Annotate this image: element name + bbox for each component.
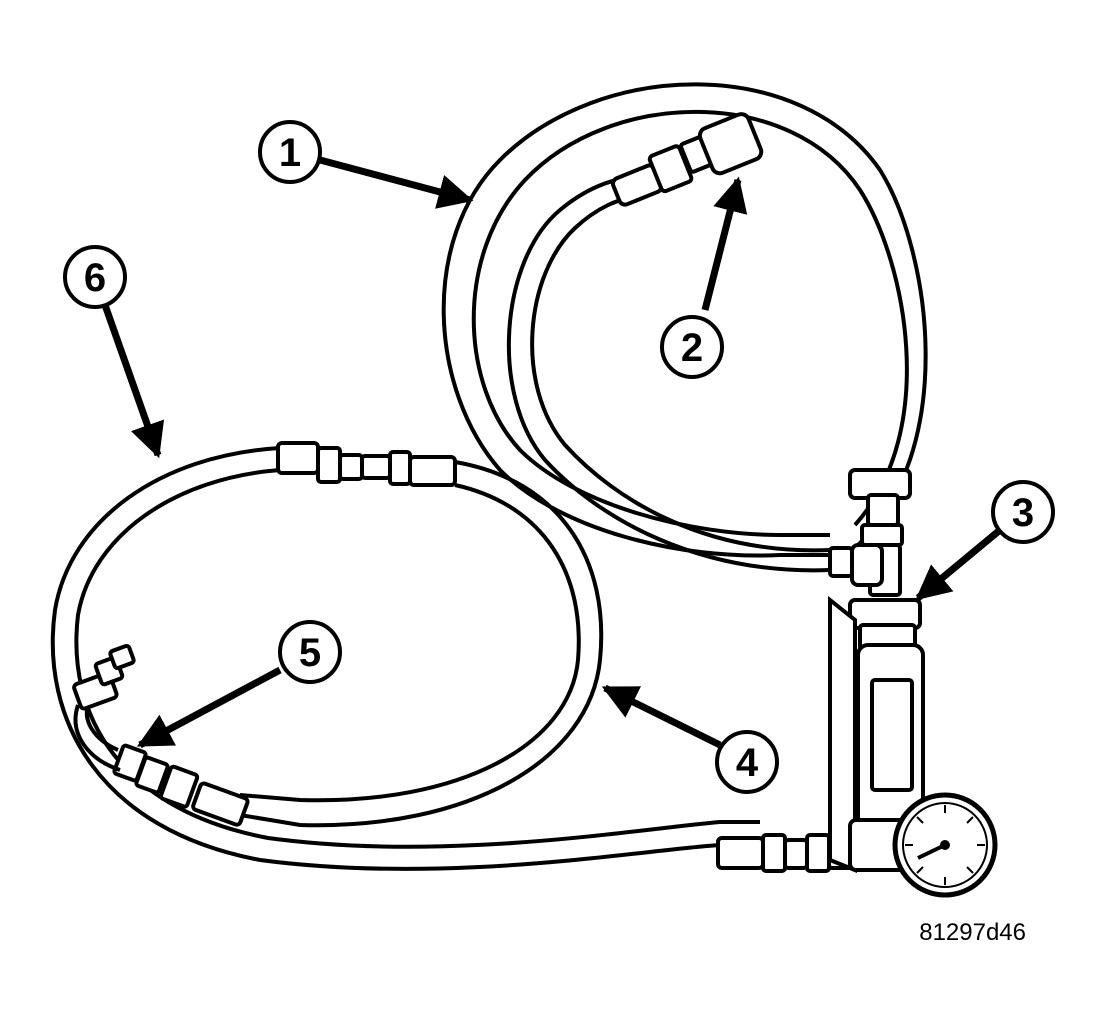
callout-5: 5 [278,620,342,684]
figure-id: 81297d46 [919,919,1026,946]
leader-arrows [101,156,1003,749]
callout-3-label: 3 [1012,491,1034,535]
callout-2: 2 [660,315,724,379]
hose-4-end-fitting [72,643,250,827]
callout-6: 6 [63,245,127,309]
leader-arrow-4 [601,684,722,749]
leader-arrow-5 [136,666,282,749]
hose-6-coupling [276,441,457,487]
hose-4-inner-loop [239,460,604,828]
callout-4-label: 4 [736,741,759,785]
callout-1: 1 [258,120,322,184]
leader-arrow-6 [101,303,165,459]
leader-arrow-1 [319,156,474,209]
hose-2-end-fitting [611,112,764,207]
callout-6-label: 6 [84,256,106,300]
leader-arrow-3 [915,527,1003,601]
callout-2-label: 2 [681,326,703,370]
pressure-gauge [892,792,998,898]
callout-3: 3 [991,480,1055,544]
callout-1-label: 1 [279,131,301,175]
hose-2-inner-loop [506,176,831,573]
callout-4: 4 [715,730,779,794]
callout-5-label: 5 [299,631,321,675]
leader-arrow-2 [701,176,748,311]
pressure-tester-body [828,468,925,873]
